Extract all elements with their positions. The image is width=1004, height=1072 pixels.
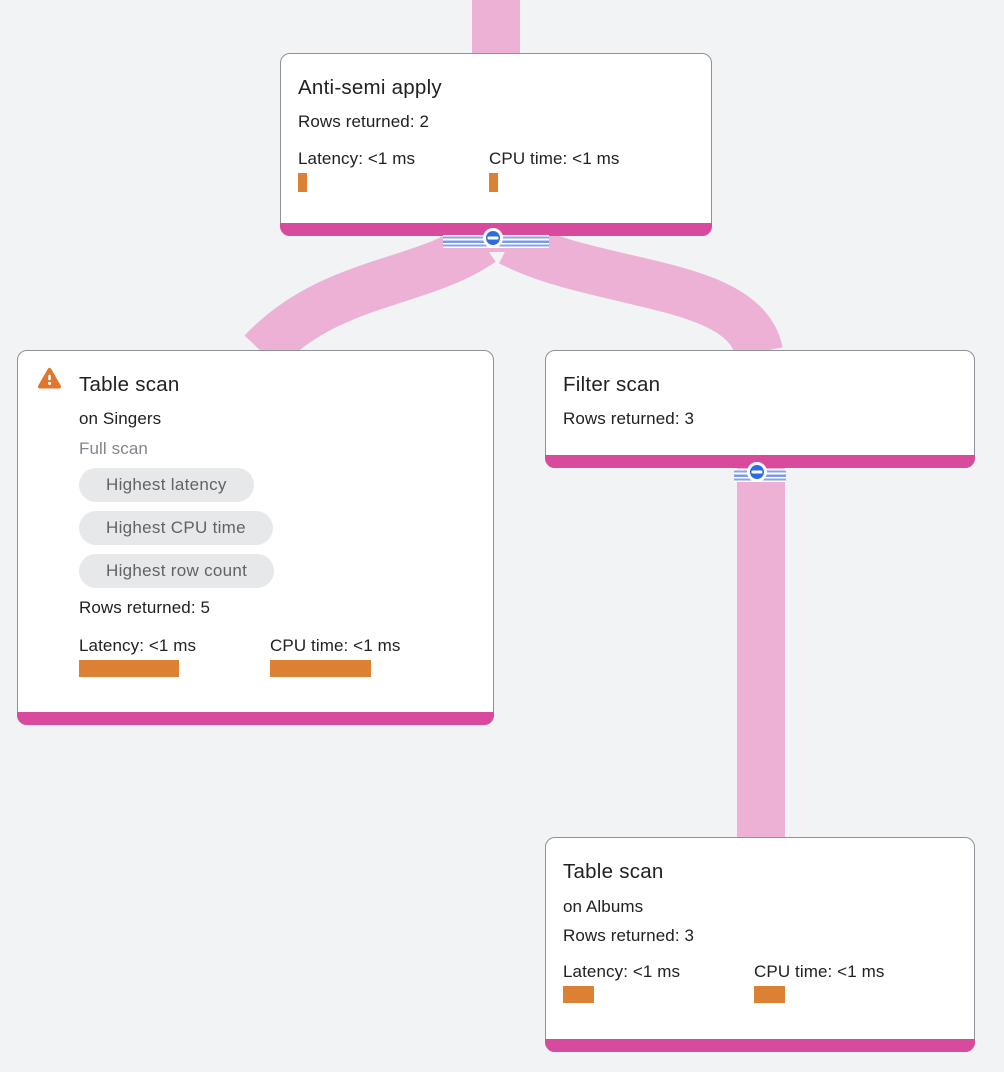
node-subtitle: on Singers	[79, 409, 162, 428]
edge-filter-scan-to-table-scan-albums	[737, 462, 785, 840]
node-accent-bar	[545, 455, 975, 468]
edge-anti-semi-to-filter-scan	[499, 220, 783, 359]
chip-highest-row-count: Highest row count	[79, 554, 275, 588]
latency-metric: Latency: <1 ms	[79, 636, 270, 677]
minus-icon	[487, 236, 499, 240]
latency-bar	[298, 173, 307, 192]
node-table-scan-albums[interactable]: Table scan on Albums Rows returned: 3 La…	[545, 837, 975, 1052]
rows-returned: Rows returned: 3	[563, 926, 695, 945]
cpu-label: CPU time: <1 ms	[754, 962, 885, 981]
warning-icon	[38, 368, 61, 389]
chip-highest-cpu-time: Highest CPU time	[79, 511, 273, 545]
node-title: Table scan	[563, 860, 664, 883]
collapse-button[interactable]	[483, 228, 503, 248]
edge-parent-to-anti-semi-apply	[472, 0, 520, 56]
cpu-label: CPU time: <1 ms	[489, 149, 620, 168]
node-title: Anti-semi apply	[298, 76, 442, 99]
edge-anti-semi-to-table-scan-singers	[244, 221, 496, 369]
scan-type: Full scan	[79, 439, 148, 458]
latency-metric: Latency: <1 ms	[298, 149, 489, 192]
cpu-bar	[270, 660, 371, 677]
cpu-metric: CPU time: <1 ms	[754, 962, 945, 1003]
node-title: Table scan	[79, 373, 180, 396]
cpu-bar	[754, 986, 785, 1003]
node-title: Filter scan	[563, 373, 661, 396]
collapse-button[interactable]	[747, 462, 767, 482]
rows-returned: Rows returned: 3	[563, 409, 695, 428]
latency-label: Latency: <1 ms	[298, 149, 416, 168]
node-anti-semi-apply[interactable]: Anti-semi apply Rows returned: 2 Latency…	[280, 53, 712, 236]
node-filter-scan[interactable]: Filter scan Rows returned: 3	[545, 350, 975, 468]
rows-returned: Rows returned: 2	[298, 112, 430, 131]
chip-list: Highest latency Highest CPU time Highest…	[79, 468, 477, 588]
cpu-bar	[489, 173, 498, 192]
minus-icon	[751, 470, 763, 474]
chip-highest-latency: Highest latency	[79, 468, 254, 502]
cpu-metric: CPU time: <1 ms	[270, 636, 461, 677]
node-accent-bar	[545, 1039, 975, 1052]
node-table-scan-singers[interactable]: Table scan on Singers Full scan Highest …	[17, 350, 494, 725]
cpu-label: CPU time: <1 ms	[270, 636, 401, 655]
cpu-metric: CPU time: <1 ms	[489, 149, 680, 192]
latency-bar	[79, 660, 179, 677]
latency-bar	[563, 986, 594, 1003]
rows-returned: Rows returned: 5	[79, 598, 211, 617]
latency-metric: Latency: <1 ms	[563, 962, 754, 1003]
latency-label: Latency: <1 ms	[79, 636, 197, 655]
node-accent-bar	[17, 712, 494, 725]
node-subtitle: on Albums	[563, 897, 644, 916]
latency-label: Latency: <1 ms	[563, 962, 681, 981]
